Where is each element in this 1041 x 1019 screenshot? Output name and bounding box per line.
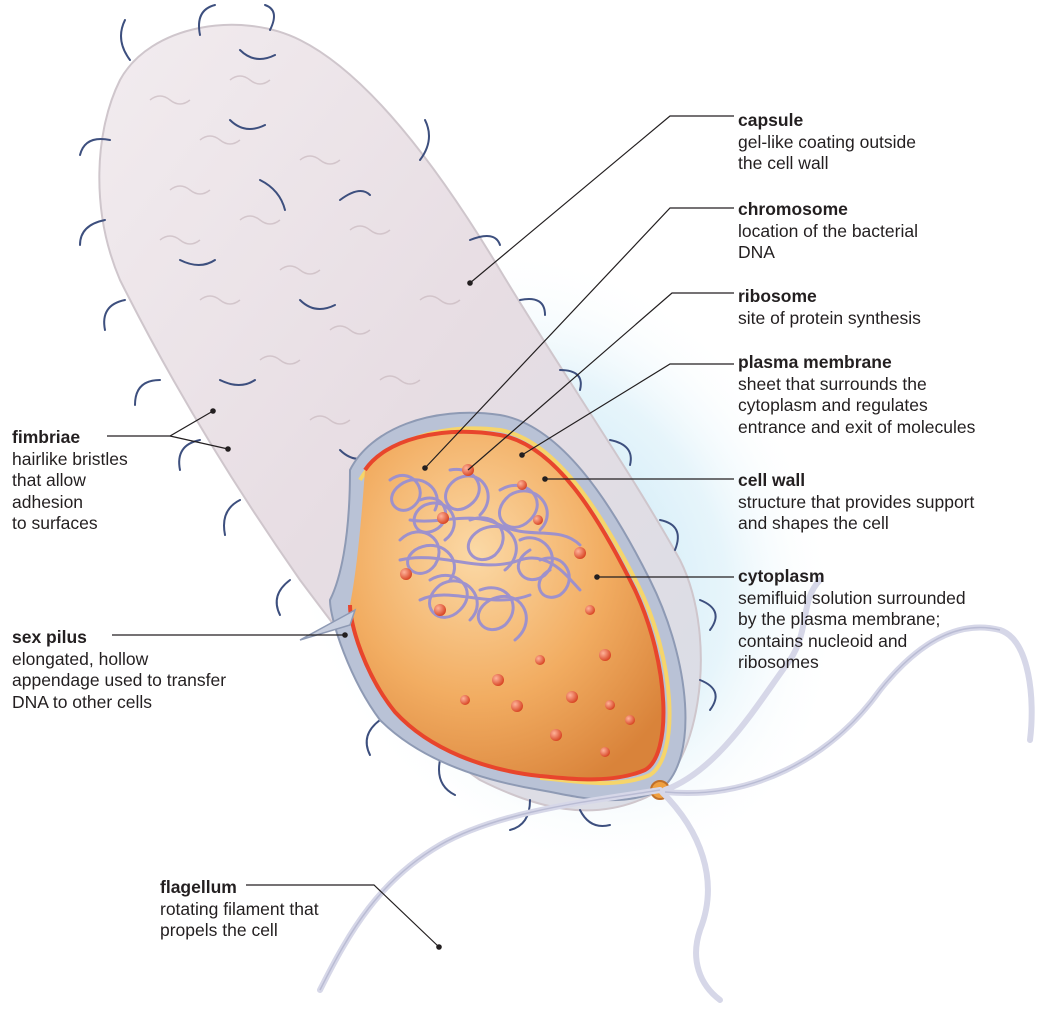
label-chromosome-term: chromosome [738, 199, 918, 221]
label-fimbriae: fimbriae hairlike bristles that allow ad… [12, 427, 128, 535]
label-cell-wall-desc: structure that provides support and shap… [738, 492, 974, 535]
label-cytoplasm-desc: semifluid solution surrounded by the pla… [738, 588, 966, 674]
label-capsule-term: capsule [738, 110, 916, 132]
label-capsule-desc: gel-like coating outside the cell wall [738, 132, 916, 175]
label-chromosome: chromosome location of the bacterial DNA [738, 199, 918, 264]
label-ribosome: ribosome site of protein synthesis [738, 286, 921, 329]
label-sex-pilus: sex pilus elongated, hollow appendage us… [12, 627, 226, 713]
label-fimbriae-desc: hairlike bristles that allow adhesion to… [12, 449, 128, 535]
label-cytoplasm-term: cytoplasm [738, 566, 966, 588]
label-plasma-membrane: plasma membrane sheet that surrounds the… [738, 352, 975, 438]
label-cytoplasm: cytoplasm semifluid solution surrounded … [738, 566, 966, 674]
label-fimbriae-term: fimbriae [12, 427, 128, 449]
label-chromosome-desc: location of the bacterial DNA [738, 221, 918, 264]
label-flagellum: flagellum rotating filament that propels… [160, 877, 319, 942]
label-sex-pilus-term: sex pilus [12, 627, 226, 649]
label-cell-wall-term: cell wall [738, 470, 974, 492]
label-flagellum-desc: rotating filament that propels the cell [160, 899, 319, 942]
label-cell-wall: cell wall structure that provides suppor… [738, 470, 974, 535]
label-plasma-membrane-term: plasma membrane [738, 352, 975, 374]
label-ribosome-term: ribosome [738, 286, 921, 308]
label-flagellum-term: flagellum [160, 877, 319, 899]
label-capsule: capsule gel-like coating outside the cel… [738, 110, 916, 175]
label-ribosome-desc: site of protein synthesis [738, 308, 921, 330]
label-plasma-membrane-desc: sheet that surrounds the cytoplasm and r… [738, 374, 975, 439]
label-sex-pilus-desc: elongated, hollow appendage used to tran… [12, 649, 226, 714]
